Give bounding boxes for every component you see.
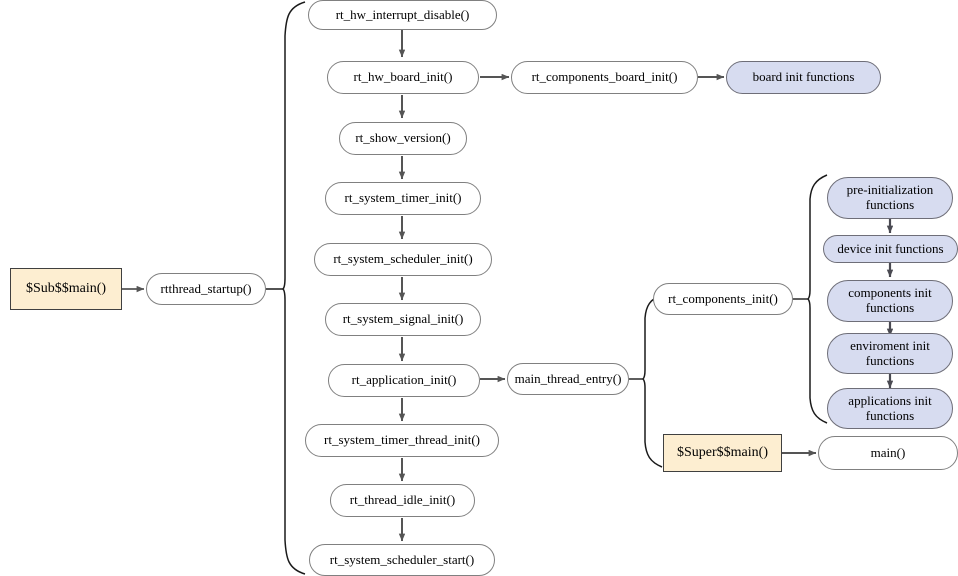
brace-main-thread-entry [641, 294, 663, 468]
node-pre-initialization-functions[interactable]: pre-initialization functions [827, 177, 953, 219]
node-rt-components-init[interactable]: rt_components_init() [653, 283, 793, 315]
node-main-thread-entry[interactable]: main_thread_entry() [507, 363, 629, 395]
node-enviroment-init-functions[interactable]: enviroment init functions [827, 333, 953, 374]
node-components-init-functions[interactable]: components init functions [827, 280, 953, 322]
node-device-init-functions[interactable]: device init functions [823, 235, 958, 263]
node-main[interactable]: main() [818, 436, 958, 470]
node-rt-system-signal-init[interactable]: rt_system_signal_init() [325, 303, 481, 336]
node-rt-system-scheduler-start[interactable]: rt_system_scheduler_start() [309, 544, 495, 576]
brace-init-functions [806, 174, 828, 424]
brace-startup-sequence [281, 1, 306, 575]
node-board-init-functions[interactable]: board init functions [726, 61, 881, 94]
node-rt-components-board-init[interactable]: rt_components_board_init() [511, 61, 698, 94]
node-super-main[interactable]: $Super$$main() [663, 434, 782, 472]
node-rt-show-version[interactable]: rt_show_version() [339, 122, 467, 155]
node-rt-system-scheduler-init[interactable]: rt_system_scheduler_init() [314, 243, 492, 276]
node-rtthread-startup[interactable]: rtthread_startup() [146, 273, 266, 305]
node-sub-main[interactable]: $Sub$$main() [10, 268, 122, 310]
node-applications-init-functions[interactable]: applications init functions [827, 388, 953, 429]
node-rt-hw-board-init[interactable]: rt_hw_board_init() [327, 61, 479, 94]
node-rt-application-init[interactable]: rt_application_init() [328, 364, 480, 397]
node-rt-system-timer-thread-init[interactable]: rt_system_timer_thread_init() [305, 424, 499, 457]
node-rt-thread-idle-init[interactable]: rt_thread_idle_init() [330, 484, 475, 517]
node-rt-system-timer-init[interactable]: rt_system_timer_init() [325, 182, 481, 215]
node-rt-hw-interrupt-disable[interactable]: rt_hw_interrupt_disable() [308, 0, 497, 30]
